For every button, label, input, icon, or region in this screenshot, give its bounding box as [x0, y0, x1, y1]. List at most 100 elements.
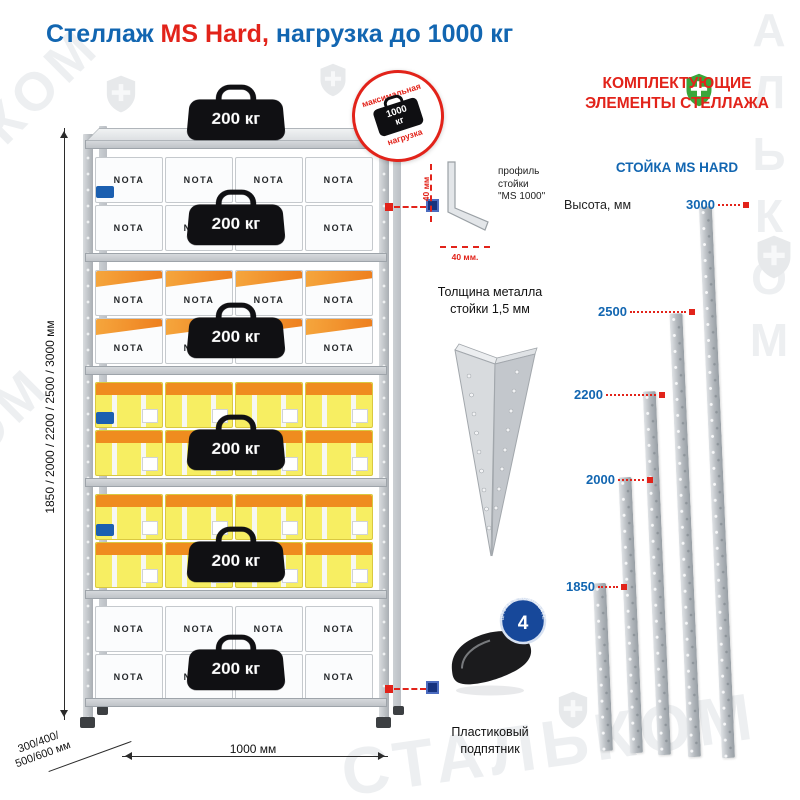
- post-height-label-2200: 2200: [574, 387, 665, 402]
- paper-pack: [305, 542, 373, 588]
- shield-plus-icon: [320, 63, 346, 97]
- paper-pack: [305, 382, 373, 428]
- paper-pack: [95, 494, 163, 540]
- paper-pack: [235, 382, 303, 428]
- weight-label: 200 кг: [211, 439, 261, 458]
- storage-box: NOTA: [95, 270, 163, 316]
- plastic-foot-caption: Пластиковый подпятник: [425, 724, 555, 758]
- components-header-line2: ЭЛЕМЕНТЫ СТЕЛЛАЖА: [585, 95, 769, 112]
- profile-dim-h-label: 40 мм.: [451, 252, 479, 262]
- profile-caption-line2: стойки: [498, 178, 529, 190]
- shelf-board: [85, 590, 387, 599]
- weight-label: 200 кг: [211, 327, 261, 346]
- width-dimension-label: 1000 мм: [196, 742, 310, 756]
- box-brand-label: NOTA: [183, 295, 215, 305]
- box-brand-label: NOTA: [253, 175, 285, 185]
- plastic-foot: [97, 706, 108, 715]
- storage-box: NOTA: [235, 157, 303, 203]
- title-prefix: Стеллаж: [46, 20, 154, 48]
- storage-box: NOTA: [305, 606, 373, 652]
- box-brand-label: NOTA: [323, 343, 355, 353]
- quantity-badge: ШТУКИ В КОМПЛЕКТЕ 4: [499, 596, 547, 645]
- watermark-text: СТАЛЬКОМ: [743, 0, 795, 376]
- marker-red-square: [688, 308, 695, 315]
- weight-label: 200 кг: [211, 109, 261, 128]
- storage-box: NOTA: [305, 270, 373, 316]
- paper-pack: [95, 430, 163, 476]
- shelf-board: [85, 253, 387, 262]
- box-brand-label: NOTA: [323, 223, 355, 233]
- storage-box: NOTA: [235, 270, 303, 316]
- corner-post-image: [454, 343, 538, 557]
- shelf-board: [85, 140, 387, 149]
- brand-sticker: [96, 186, 114, 198]
- foot-caption-line1: Пластиковый: [451, 725, 529, 739]
- profile-dim-v-label: 40 мм: [421, 176, 431, 202]
- box-brand-label: NOTA: [113, 343, 145, 353]
- title-suffix: нагрузка до 1000 кг: [275, 20, 514, 48]
- height-dimension-line: [60, 128, 68, 720]
- weight-200kg: 200 кг: [186, 649, 286, 691]
- dotted-leader-line: [597, 585, 618, 588]
- marker-red-square: [385, 685, 393, 693]
- shelf-board: [85, 698, 387, 707]
- box-brand-label: NOTA: [323, 175, 355, 185]
- box-brand-label: NOTA: [183, 624, 215, 634]
- storage-box: NOTA: [305, 654, 373, 700]
- max-load-unit: кг: [393, 114, 406, 128]
- box-brand-label: NOTA: [113, 175, 145, 185]
- paper-pack: [305, 430, 373, 476]
- shelf-board: [85, 478, 387, 487]
- dotted-leader-line: [605, 393, 656, 396]
- brand-sticker: [96, 524, 114, 536]
- dotted-leader-line: [717, 203, 740, 206]
- marker-blue-square: [426, 199, 439, 212]
- storage-box: NOTA: [95, 606, 163, 652]
- marker-dashed-line: [394, 206, 426, 208]
- height-units-label: Высота, мм: [564, 198, 632, 212]
- post-height-label-1850: 1850: [566, 579, 627, 594]
- metal-thickness-note: Толщина металла стойки 1,5 мм: [425, 284, 555, 318]
- box-brand-label: NOTA: [323, 624, 355, 634]
- marker-dashed-line: [394, 688, 426, 690]
- shield-plus-icon: [558, 691, 588, 729]
- storage-box: NOTA: [165, 606, 233, 652]
- dotted-leader-line: [617, 478, 644, 481]
- storage-box: NOTA: [95, 318, 163, 364]
- box-brand-label: NOTA: [113, 223, 145, 233]
- box-brand-label: NOTA: [113, 624, 145, 634]
- box-brand-label: NOTA: [323, 672, 355, 682]
- storage-box: NOTA: [95, 205, 163, 251]
- rack-post-front-right: [379, 134, 389, 720]
- storage-box: NOTA: [305, 205, 373, 251]
- weight-200kg: 200 кг: [186, 99, 286, 141]
- box-brand-label: NOTA: [323, 295, 355, 305]
- storage-box: NOTA: [95, 654, 163, 700]
- post-height-value: 2500: [598, 304, 627, 319]
- rack-post-back-right: [393, 126, 401, 708]
- rack-post-front-left: [83, 134, 93, 720]
- post-height-value: 2200: [574, 387, 603, 402]
- post-height-value: 1850: [566, 579, 595, 594]
- marker-red-square: [385, 203, 393, 211]
- box-brand-label: NOTA: [183, 175, 215, 185]
- width-dimension-line: [122, 751, 388, 760]
- box-brand-label: NOTA: [113, 672, 145, 682]
- plastic-foot-image: [451, 631, 532, 696]
- post-height-label-2000: 2000: [586, 472, 653, 487]
- post-height-value: 2000: [586, 472, 615, 487]
- dotted-leader-line: [629, 310, 686, 313]
- components-header: КОМПЛЕКТУЮЩИЕ ЭЛЕМЕНТЫ СТЕЛЛАЖА: [558, 74, 796, 114]
- height-dimension-label: 1850 / 2000 / 2200 / 2500 / 3000 мм: [43, 320, 57, 514]
- profile-caption-line1: профиль: [498, 166, 540, 177]
- post-height-label-2500: 2500: [598, 304, 695, 319]
- thickness-line2: стойки 1,5 мм: [450, 302, 530, 316]
- marker-red-square: [658, 391, 665, 398]
- post-height-label-3000: 3000: [686, 197, 749, 212]
- stand-title: СТОЙКА MS HARD: [615, 160, 739, 175]
- weight-200kg: 200 кг: [186, 317, 286, 359]
- marker-red-square: [620, 583, 627, 590]
